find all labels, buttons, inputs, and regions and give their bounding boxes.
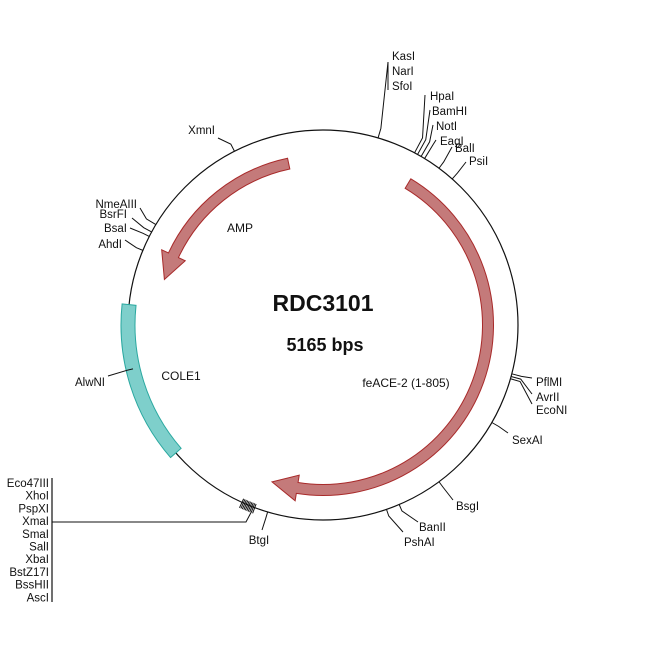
restriction-site-kasi[interactable]: KasI <box>392 51 415 63</box>
mcs-site-tick <box>250 503 256 513</box>
restriction-site-alwni[interactable]: AlwNI <box>75 377 105 389</box>
mcs-site-tick <box>239 498 245 509</box>
site-leader-line <box>131 217 152 233</box>
restriction-site-bsrfi[interactable]: BsrFI <box>100 209 127 221</box>
site-leader-line <box>107 368 134 377</box>
site-leader-line <box>124 239 144 251</box>
restriction-site-xmni[interactable]: XmnI <box>188 125 215 137</box>
restriction-site-psii[interactable]: PsiI <box>469 156 488 168</box>
restriction-site-banii[interactable]: BanII <box>419 522 446 534</box>
site-leader-line <box>129 227 150 237</box>
mcs-site-tick <box>246 501 251 512</box>
restriction-site-pflmi[interactable]: PflMI <box>536 377 562 389</box>
site-leader-line <box>414 94 426 154</box>
restriction-site-sali[interactable]: SalI <box>29 542 49 554</box>
restriction-site-sexai[interactable]: SexAI <box>512 435 543 447</box>
restriction-site-xmai[interactable]: XmaI <box>22 516 49 528</box>
mcs-site-tick <box>243 500 249 510</box>
feature-label-amp: AMP <box>227 221 253 235</box>
restriction-site-eagi[interactable]: EagI <box>440 136 464 148</box>
restriction-site-nari[interactable]: NarI <box>392 66 414 78</box>
plasmid-size: 5165 bps <box>286 335 363 355</box>
restriction-site-pshai[interactable]: PshAI <box>404 537 435 549</box>
restriction-site-bstz17i[interactable]: BstZ17I <box>9 567 49 579</box>
site-leader-line <box>420 124 434 157</box>
site-leader-line <box>261 511 269 531</box>
restriction-site-econi[interactable]: EcoNI <box>536 405 567 417</box>
restriction-site-asci[interactable]: AscI <box>27 592 49 604</box>
cole1-feature-block[interactable] <box>120 303 182 459</box>
site-leader-line <box>451 161 467 180</box>
mcs-site-tick <box>241 499 247 510</box>
mcs-site-tick <box>244 500 250 511</box>
feature-label-cole1: COLE1 <box>161 369 201 383</box>
site-leader-line <box>417 109 431 155</box>
plasmid-name: RDC3101 <box>273 290 374 316</box>
site-leader-line <box>510 378 533 405</box>
site-leader-line <box>438 481 454 501</box>
restriction-site-bamhi[interactable]: BamHI <box>432 106 467 118</box>
site-leader-line <box>139 207 157 225</box>
site-leader-line <box>377 61 389 139</box>
restriction-site-bsai[interactable]: BsaI <box>104 223 127 235</box>
amp-feature-arrow[interactable] <box>161 157 291 281</box>
site-leader-line <box>398 504 419 523</box>
restriction-site-noti[interactable]: NotI <box>436 121 457 133</box>
restriction-site-xbai[interactable]: XbaI <box>25 554 49 566</box>
site-leader-line <box>217 137 235 152</box>
site-leader-line <box>386 509 404 533</box>
mcs-site-tick <box>249 502 254 513</box>
feace2-feature-arrow[interactable] <box>270 178 494 502</box>
site-leader-line <box>491 422 509 434</box>
mcs-site-tick <box>252 503 257 514</box>
restriction-site-xhoi[interactable]: XhoI <box>25 491 49 503</box>
restriction-site-bali[interactable]: BalI <box>455 143 475 155</box>
mcs-site-tick <box>247 502 253 512</box>
restriction-site-sfoi[interactable]: SfoI <box>392 81 412 93</box>
site-leader-line <box>510 375 533 395</box>
restriction-site-btgi[interactable]: BtgI <box>249 535 269 547</box>
restriction-site-hpai[interactable]: HpaI <box>430 91 454 103</box>
mcs-site-tick <box>240 499 246 509</box>
restriction-site-pspxi[interactable]: PspXI <box>18 503 49 515</box>
site-leader-line <box>438 146 453 169</box>
feature-label-feace2: feACE-2 (1-805) <box>362 376 449 390</box>
restriction-site-nmeaiii[interactable]: NmeAIII <box>95 199 137 211</box>
restriction-site-bsshii[interactable]: BssHII <box>15 580 49 592</box>
restriction-site-smai[interactable]: SmaI <box>22 529 49 541</box>
backbone-circle <box>127 129 519 521</box>
mcs-leader-line <box>52 512 252 523</box>
restriction-site-ahdi[interactable]: AhdI <box>98 239 122 251</box>
site-leader-line <box>424 139 437 159</box>
restriction-site-bsgi[interactable]: BsgI <box>456 501 479 513</box>
restriction-site-avrii[interactable]: AvrII <box>536 392 559 404</box>
restriction-site-eco47iii[interactable]: Eco47III <box>7 478 49 490</box>
site-leader-line <box>511 373 533 379</box>
